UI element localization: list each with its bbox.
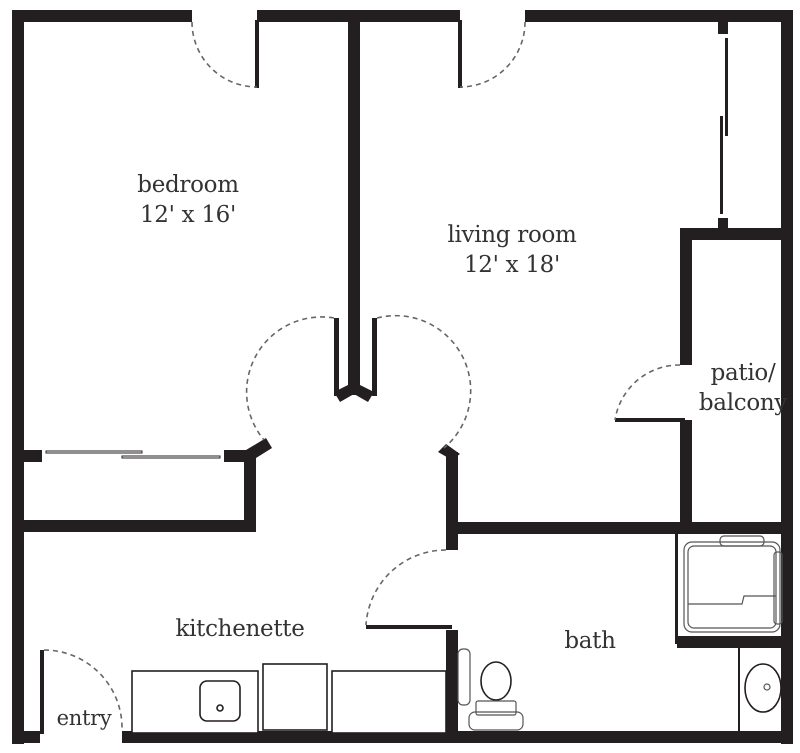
room-label-bath: bath bbox=[545, 626, 635, 656]
bedroom-name: bedroom bbox=[137, 172, 239, 198]
patio-name: patio/ bbox=[710, 360, 776, 386]
living-room-dimensions: 12' x 18' bbox=[463, 252, 561, 278]
living-room-name: living room bbox=[447, 222, 577, 248]
bath-fixtures bbox=[457, 535, 783, 731]
kitchenette-name: kitchenette bbox=[175, 616, 305, 642]
room-label-patio: patio/ balcony bbox=[688, 358, 798, 418]
kitchen-counters bbox=[131, 663, 447, 734]
entry-name: entry bbox=[56, 706, 112, 730]
patio-name-line2: balcony bbox=[698, 390, 788, 416]
bath-name: bath bbox=[564, 628, 616, 654]
interior-walls bbox=[12, 20, 793, 740]
room-label-living-room: living room 12' x 18' bbox=[432, 220, 592, 280]
room-label-kitchenette: kitchenette bbox=[150, 614, 330, 644]
room-label-entry: entry bbox=[44, 703, 124, 733]
bedroom-dimensions: 12' x 16' bbox=[139, 202, 237, 228]
room-label-bedroom: bedroom 12' x 16' bbox=[118, 170, 258, 230]
door-swings bbox=[43, 21, 681, 731]
